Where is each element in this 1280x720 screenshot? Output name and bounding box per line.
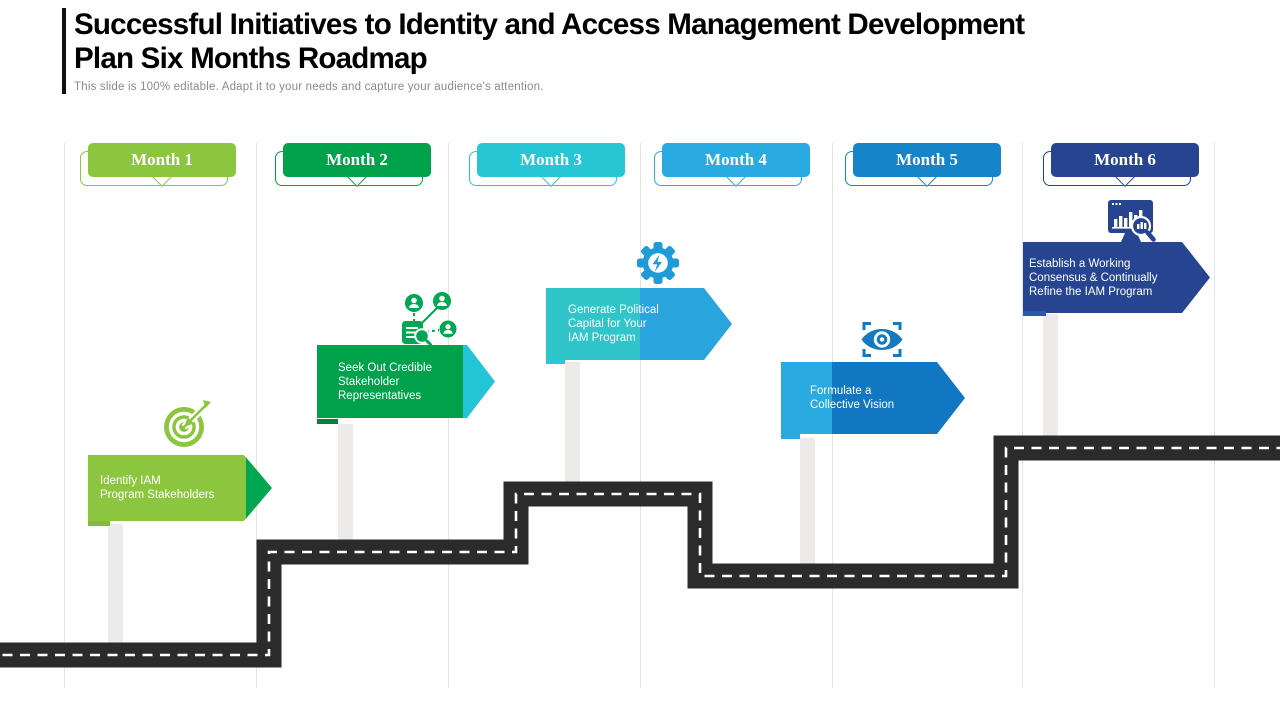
task-banner-month4: Formulate a Collective Vision: [781, 362, 965, 434]
column-separator: [640, 143, 641, 688]
task-text: Formulate a Collective Vision: [810, 385, 895, 411]
connector-stalk-month3: [565, 362, 580, 494]
chart-magnifier-icon: [1108, 200, 1156, 242]
task-banner-month1: Identify IAM Program Stakeholders: [88, 455, 272, 521]
connector-stalk-month2: [338, 424, 353, 552]
banner-underline: [781, 434, 800, 439]
target-icon: [164, 400, 211, 447]
stakeholder-network-icon: [402, 292, 457, 346]
month-tab-label: Month 2: [283, 143, 431, 177]
column-separator: [64, 143, 65, 688]
gear-lightning-icon: [637, 242, 679, 284]
banner-underline: [317, 419, 338, 424]
banner-underline: [1023, 311, 1046, 316]
month-tab-label: Month 1: [88, 143, 236, 177]
month-tab-6: Month 6: [1043, 143, 1199, 187]
month-tab-label: Month 6: [1051, 143, 1199, 177]
banner-underline: [546, 359, 565, 364]
connector-stalk-month1: [108, 524, 123, 655]
banner-underline: [88, 521, 110, 526]
month-tab-label: Month 5: [853, 143, 1001, 177]
column-separator: [1214, 143, 1215, 688]
month-tab-label: Month 3: [477, 143, 625, 177]
task-text: Seek Out Credible Stakeholder Representa…: [338, 361, 432, 402]
slide-title: Successful Initiatives to Identity and A…: [74, 8, 1025, 75]
task-banner-month6: Establish a Working Consensus & Continua…: [1023, 242, 1210, 313]
column-separator: [256, 143, 257, 688]
month-tab-2: Month 2: [275, 143, 431, 187]
month-tab-1: Month 1: [80, 143, 236, 187]
connector-stalk-month4: [800, 438, 815, 576]
task-text: Establish a Working Consensus & Continua…: [1029, 257, 1158, 298]
task-banner-month3: Generate Political Capital for Your IAM …: [546, 288, 732, 360]
task-text: Generate Political Capital for Your IAM …: [568, 304, 659, 344]
column-separator: [1022, 143, 1023, 688]
month-tab-5: Month 5: [845, 143, 1001, 187]
slide-subtitle: This slide is 100% editable. Adapt it to…: [74, 81, 544, 93]
month-tab-3: Month 3: [469, 143, 625, 187]
eye-vision-icon: [861, 322, 903, 357]
task-banner-month2: Seek Out Credible Stakeholder Representa…: [317, 345, 495, 418]
task-text: Identify IAM Program Stakeholders: [100, 475, 215, 501]
connector-stalk-month6: [1043, 314, 1058, 448]
title-accent-bar: [62, 8, 66, 94]
month-tab-4: Month 4: [654, 143, 810, 187]
month-tab-label: Month 4: [662, 143, 810, 177]
